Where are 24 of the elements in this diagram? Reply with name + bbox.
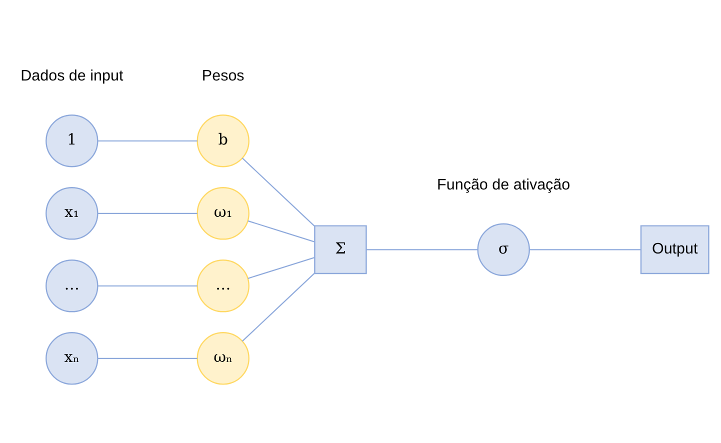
connector [242, 157, 315, 226]
node-circle: … [196, 259, 250, 312]
connector [242, 272, 315, 342]
connector [98, 284, 198, 286]
connector [248, 220, 315, 242]
connector [366, 248, 478, 250]
node-box: Output [640, 224, 710, 274]
node-circle: 1 [46, 114, 98, 167]
node-circle: σ [477, 222, 530, 276]
connector [98, 140, 198, 141]
node-circle: b [196, 114, 250, 167]
node-circle: ωₙ [196, 332, 250, 384]
node-circle: x₁ [46, 186, 98, 240]
label: Dados de input [20, 67, 124, 84]
node-label: Função de ativação [437, 176, 570, 193]
node-circle: … [46, 259, 98, 312]
node-circle: xₙ [46, 332, 98, 384]
node-box: Σ [314, 224, 367, 274]
connector [530, 248, 641, 250]
connector [98, 357, 198, 358]
connector [248, 256, 315, 278]
connector [98, 212, 198, 214]
label: Pesos [202, 67, 244, 84]
node-circle: ω₁ [196, 186, 250, 240]
